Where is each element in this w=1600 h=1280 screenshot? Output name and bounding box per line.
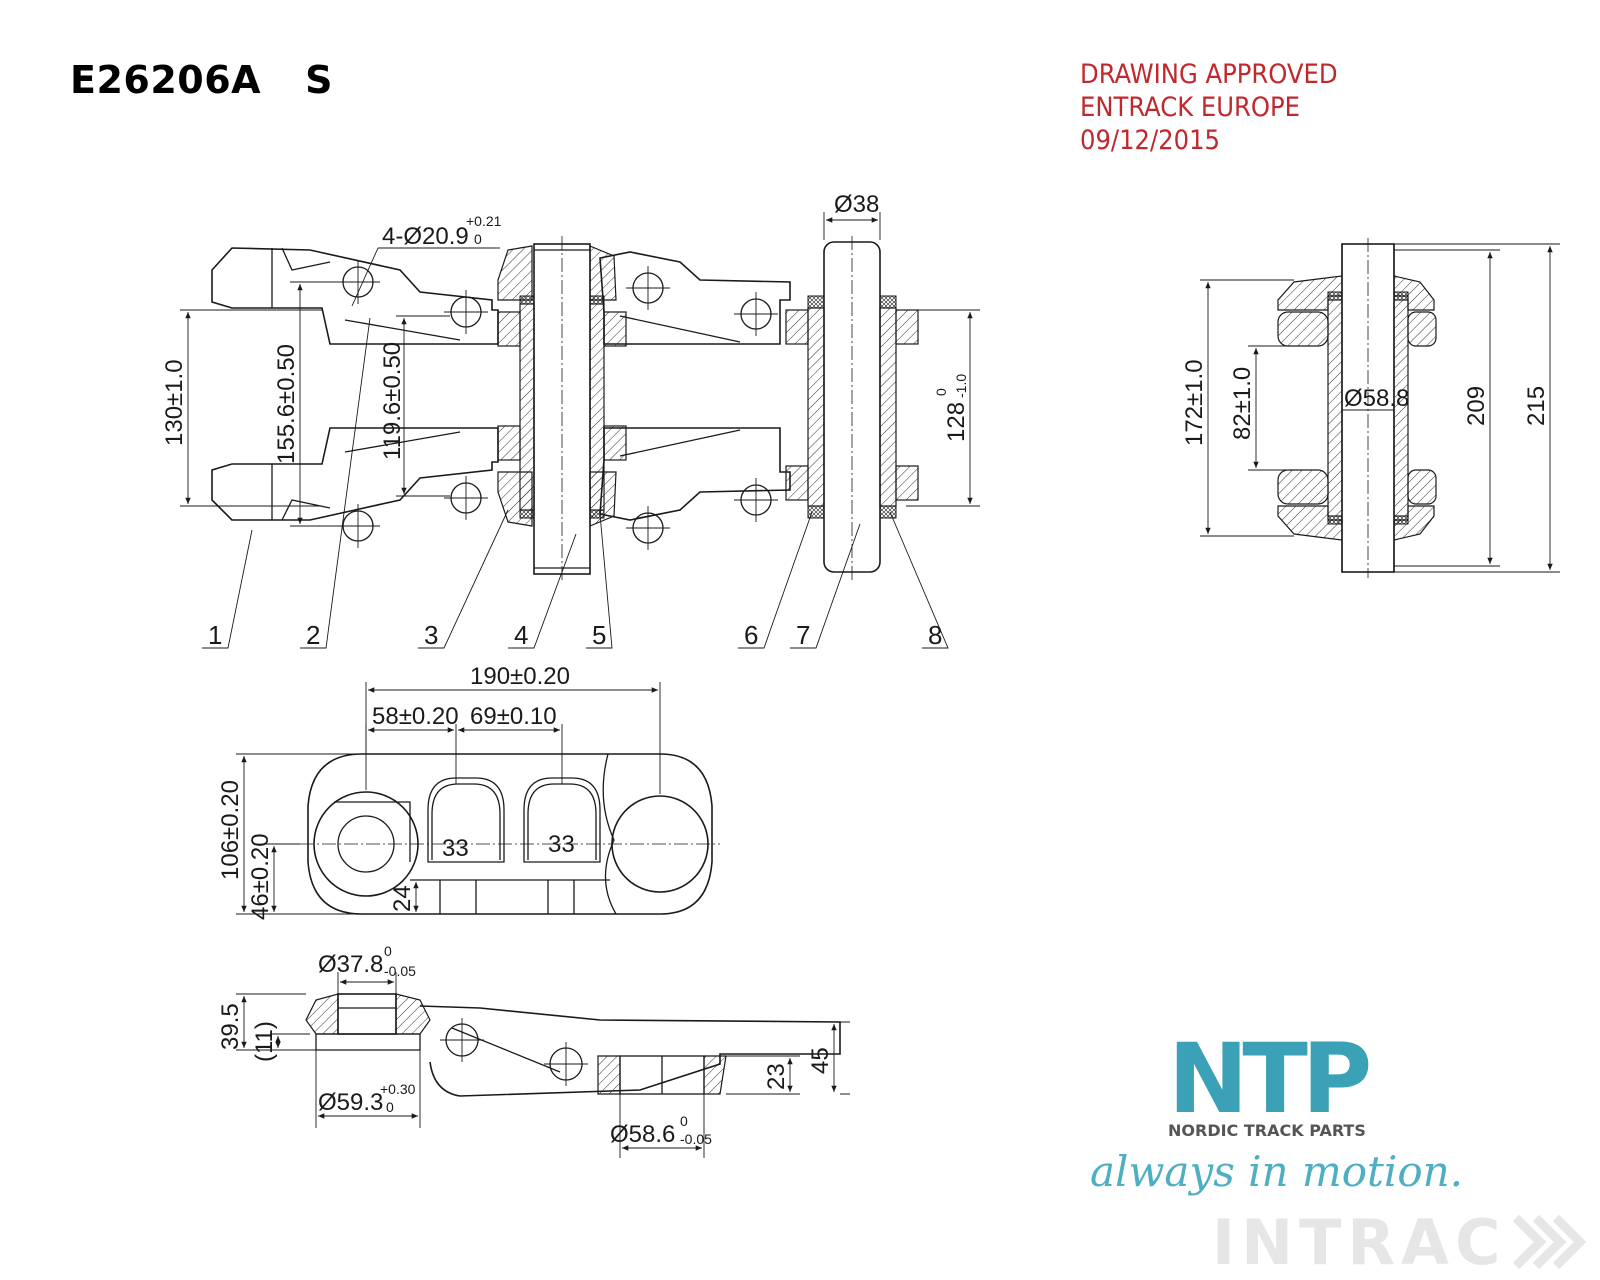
item-label-5: 5	[592, 620, 606, 650]
intrac-watermark: INTRAC	[1212, 1206, 1587, 1279]
approval-date: 09/12/2015	[1080, 125, 1220, 156]
item-label-2: 2	[306, 620, 320, 650]
dim-209: 209	[1463, 386, 1490, 426]
logo-company: NORDIC TRACK PARTS	[1168, 1121, 1366, 1140]
dim-69: 69±0.10	[470, 703, 557, 730]
hole-tol-upper: +0.21	[466, 213, 502, 229]
ntp-logo: NTP NORDIC TRACK PARTS always in motion.	[1090, 1023, 1463, 1196]
dim-24: 24	[389, 885, 416, 912]
dim-58: 58±0.20	[372, 703, 459, 730]
item-label-6: 6	[744, 620, 758, 650]
approval-stamp: DRAWING APPROVED ENTRACK EUROPE 09/12/20…	[1080, 58, 1338, 157]
top-view: 4-Ø20.9 +0.21 0 Ø38 130±1.0 155.6±0.50 1…	[161, 191, 980, 650]
dim-128-lower: -1.0	[953, 374, 969, 398]
dim-119-6: 119.6±0.50	[379, 342, 406, 460]
item-label-1: 1	[208, 620, 222, 650]
part-number-title: E26206A S	[70, 58, 333, 102]
logo-tagline: always in motion.	[1090, 1147, 1463, 1196]
hole-tol-lower: 0	[474, 231, 482, 247]
dim-82: 82±1.0	[1229, 367, 1256, 440]
dim-130: 130±1.0	[161, 359, 188, 446]
dim-46: 46±0.20	[247, 833, 274, 920]
side-view: 190±0.20 58±0.20 69±0.10 106±0.20 46±0.2…	[217, 663, 720, 920]
dim-155-6: 155.6±0.50	[273, 344, 300, 464]
dim-58-6-lower: -0.05	[680, 1131, 712, 1147]
item-label-8: 8	[928, 620, 942, 650]
dim-128-upper: 0	[933, 388, 949, 396]
dim-45: 45	[807, 1047, 834, 1074]
pin-diameter: Ø38	[834, 191, 879, 218]
item-label-7: 7	[796, 620, 810, 650]
dim-39-5: 39.5	[217, 1003, 244, 1050]
dim-190: 190±0.20	[470, 663, 570, 690]
dim-59-3-lower: 0	[386, 1099, 394, 1115]
dim-11: (11)	[251, 1021, 278, 1062]
dim-bushing: Ø58.8	[1344, 385, 1409, 412]
watermark-text: INTRAC	[1212, 1206, 1506, 1279]
dim-106: 106±0.20	[217, 780, 244, 880]
dim-23: 23	[763, 1063, 790, 1090]
section-view: 172±1.0 82±1.0 Ø58.8 209 215	[1181, 238, 1560, 578]
dim-59-3-upper: +0.30	[380, 1081, 416, 1097]
part-number: E26206A	[70, 58, 262, 102]
item-label-4: 4	[514, 620, 528, 650]
dim-37-8: Ø37.8	[318, 951, 383, 978]
dim-37-8-upper: 0	[384, 943, 392, 959]
chevrons-icon	[1512, 1214, 1587, 1270]
dim-172: 172±1.0	[1181, 359, 1208, 446]
item-label-3: 3	[424, 620, 438, 650]
dim-215: 215	[1523, 386, 1550, 426]
approval-line-1: DRAWING APPROVED	[1080, 59, 1338, 90]
logo-brand: NTP	[1168, 1023, 1369, 1135]
dim-58-6-upper: 0	[680, 1113, 688, 1129]
bottom-view: Ø37.8 0 -0.05 39.5 (11) Ø59.3 +0.30 0 23…	[217, 943, 850, 1158]
dim-33-a: 33	[442, 835, 469, 862]
dim-37-8-lower: -0.05	[384, 963, 416, 979]
dim-58-6: Ø58.6	[610, 1121, 675, 1148]
dim-59-3: Ø59.3	[318, 1089, 383, 1116]
approval-line-2: ENTRACK EUROPE	[1080, 92, 1300, 123]
dim-33-b: 33	[548, 831, 575, 858]
part-suffix: S	[305, 58, 333, 102]
dim-128: 128	[943, 402, 970, 442]
hole-callout: 4-Ø20.9	[382, 223, 469, 250]
